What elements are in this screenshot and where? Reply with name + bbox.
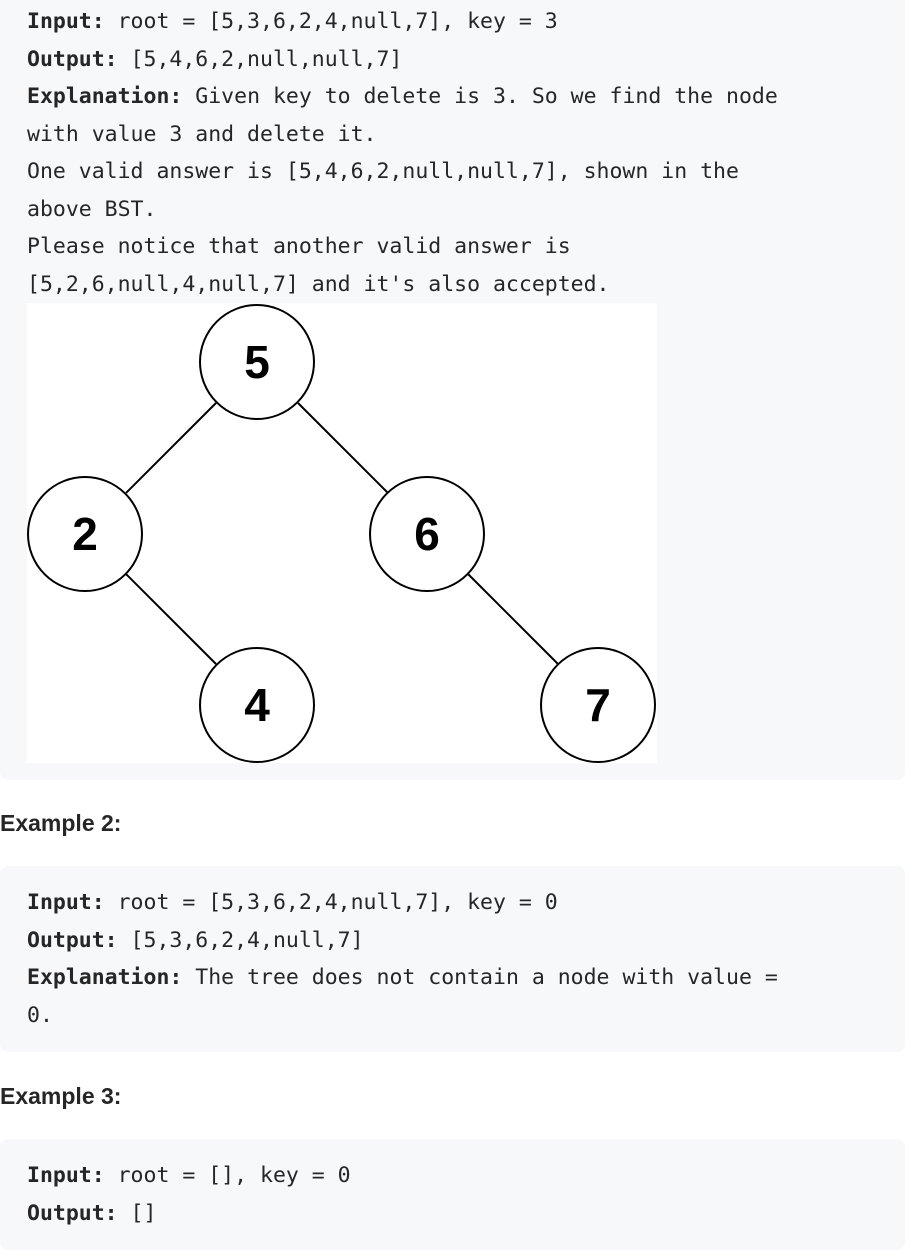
explanation-line: 0. (27, 1002, 53, 1028)
explanation-label: Explanation: (27, 84, 183, 109)
output-label: Output: (27, 1200, 118, 1226)
node-label: 4 (244, 679, 270, 731)
explanation-line: Please notice that another valid answer … (27, 234, 571, 259)
explanation-line: above BST. (27, 196, 157, 222)
output-line: Output: [] (27, 1195, 905, 1233)
node-circle (27, 476, 143, 592)
explanation-line: [5,2,6,null,4,null,7] and it's also acce… (27, 271, 610, 297)
tree-node: 6 (369, 476, 485, 592)
tree-node: 7 (540, 647, 656, 763)
input-value: root = [5,3,6,2,4,null,7], key = 3 (104, 9, 558, 34)
node-label: 6 (414, 508, 440, 560)
edge-6-7 (467, 573, 559, 665)
input-label: Input: (27, 1163, 105, 1188)
explanation-line: Explanation: Given key to delete is 3. S… (27, 78, 905, 116)
output-line: Output: [5,4,6,2,null,null,7] (27, 41, 905, 79)
example-3-heading: Example 3: (0, 1083, 122, 1109)
tree-node: 2 (27, 476, 143, 592)
node-circle (540, 647, 656, 763)
example-3-block: Input: root = [], key = 0 Output: [] (0, 1139, 905, 1250)
explanation-line: with value 3 and delete it. (27, 121, 377, 147)
node-label: 7 (585, 679, 611, 731)
explanation-line: Explanation: The tree does not contain a… (27, 959, 905, 997)
output-line: Output: [5,3,6,2,4,null,7] (27, 922, 905, 960)
node-circle (199, 647, 315, 763)
explanation-text: The tree does not contain a node with va… (182, 965, 778, 990)
input-line: Input: root = [5,3,6,2,4,null,7], key = … (27, 3, 905, 41)
bst-diagram: 5 2 6 4 7 (27, 303, 657, 763)
tree-node: 5 (199, 304, 315, 420)
output-label: Output: (27, 46, 118, 72)
example-2-heading: Example 2: (0, 810, 122, 836)
input-value: root = [5,3,6,2,4,null,7], key = 0 (104, 890, 558, 915)
input-label: Input: (27, 9, 105, 34)
edge-2-4 (125, 573, 217, 665)
input-label: Input: (27, 890, 105, 915)
explanation-line: One valid answer is [5,4,6,2,null,null,7… (27, 159, 739, 184)
explanation-text: Given key to delete is 3. So we find the… (182, 84, 778, 109)
example-2-block: Input: root = [5,3,6,2,4,null,7], key = … (0, 866, 905, 1052)
output-value: [5,4,6,2,null,null,7] (117, 46, 403, 72)
output-label: Output: (27, 927, 118, 953)
edge-5-6 (297, 402, 389, 494)
node-circle (369, 476, 485, 592)
input-line: Input: root = [5,3,6,2,4,null,7], key = … (27, 884, 905, 922)
output-value: [5,3,6,2,4,null,7] (117, 927, 364, 953)
node-label: 2 (72, 508, 98, 560)
node-label: 5 (244, 336, 270, 388)
output-value: [] (117, 1200, 157, 1226)
edge-5-2 (125, 402, 217, 494)
explanation-label: Explanation: (27, 965, 183, 990)
input-line: Input: root = [], key = 0 (27, 1157, 905, 1195)
tree-node: 4 (199, 647, 315, 763)
input-value: root = [], key = 0 (104, 1163, 351, 1188)
node-circle (199, 304, 315, 420)
